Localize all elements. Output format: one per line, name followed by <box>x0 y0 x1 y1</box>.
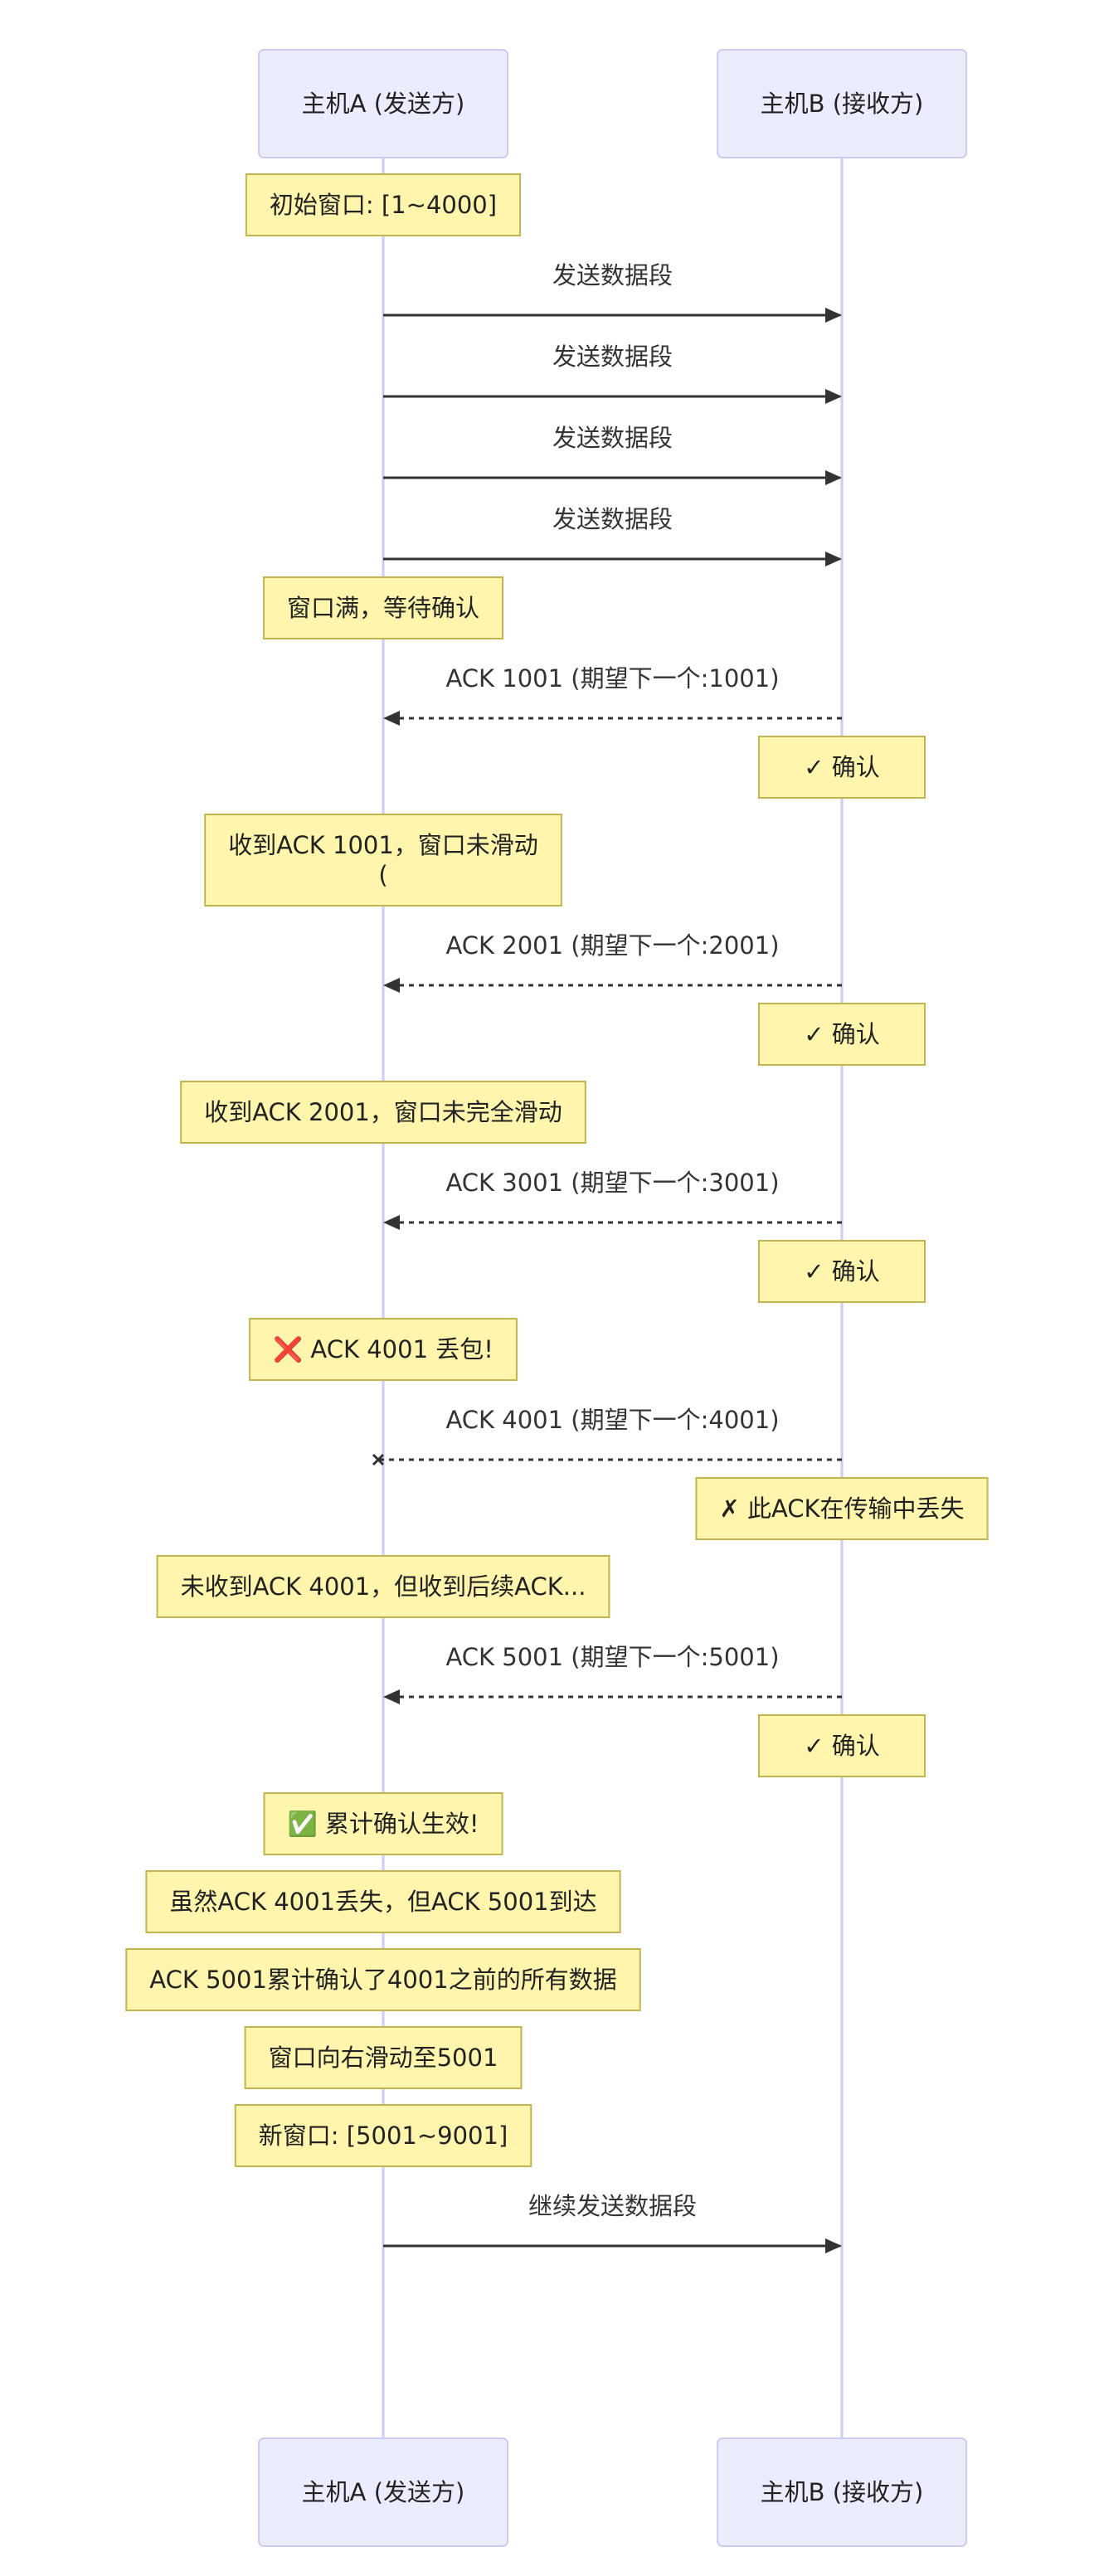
message-label: 发送数据段 <box>552 424 673 452</box>
message-label: ACK 2001 (期望下一个:2001) <box>445 931 779 960</box>
note-over-a: 初始窗口: [1~4000] <box>245 173 522 236</box>
sequence-events: 初始窗口: [1~4000]发送数据段发送数据段发送数据段发送数据段窗口满，等待… <box>125 173 989 2253</box>
message-b-to-a: ACK 1001 (期望下一个:1001) <box>383 664 842 726</box>
message-b-to-a: ACK 5001 (期望下一个:5001) <box>383 1643 842 1704</box>
message-a-to-b: 发送数据段 <box>383 424 842 485</box>
arrowhead <box>383 1215 400 1230</box>
participant-label: 主机A (发送方) <box>302 2478 465 2506</box>
message-a-to-b: 发送数据段 <box>383 505 842 566</box>
participant-label: 主机B (接收方) <box>761 2478 924 2506</box>
participant-b-bottom: 主机B (接收方) <box>717 2437 967 2547</box>
note-text: ✓ 确认 <box>804 753 880 781</box>
note-text: ✗ 此ACK在传输中丢失 <box>719 1495 964 1523</box>
lost-cross-mark <box>372 1453 385 1466</box>
note-over-a: ACK 5001累计确认了4001之前的所有数据 <box>125 1948 641 2011</box>
note-box <box>249 1318 518 1381</box>
note-box <box>244 2026 523 2089</box>
arrowhead <box>383 1689 400 1704</box>
note-box <box>245 173 522 236</box>
note-over-a: ✅ 累计确认生效! <box>263 1792 503 1855</box>
note-over-b: ✓ 确认 <box>758 1240 926 1303</box>
message-label: 发送数据段 <box>552 505 673 533</box>
message-label: ACK 5001 (期望下一个:5001) <box>445 1643 779 1671</box>
note-over-a: 收到ACK 2001，窗口未完全滑动 <box>180 1081 586 1144</box>
message-label: ACK 4001 (期望下一个:4001) <box>445 1406 779 1434</box>
note-box <box>758 736 926 799</box>
note-text: ( <box>378 861 387 889</box>
note-box <box>263 1792 503 1855</box>
note-over-a: 虽然ACK 4001丢失，但ACK 5001到达 <box>145 1870 621 1933</box>
message-b-to-a: ACK 4001 (期望下一个:4001) <box>372 1406 842 1466</box>
note-text: ✅ 累计确认生效! <box>288 1810 479 1838</box>
message-label: 发送数据段 <box>552 261 673 289</box>
note-over-a: 收到ACK 1001，窗口未滑动( <box>204 814 562 906</box>
arrowhead <box>825 2238 842 2253</box>
note-over-b: ✓ 确认 <box>758 1714 926 1777</box>
note-text: ❌ ACK 4001 丢包! <box>273 1335 494 1364</box>
message-b-to-a: ACK 2001 (期望下一个:2001) <box>383 931 842 993</box>
arrowhead <box>383 711 400 726</box>
note-over-a: 未收到ACK 4001，但收到后续ACK... <box>156 1555 610 1618</box>
note-box <box>695 1477 989 1540</box>
note-over-a: 新窗口: [5001~9001] <box>234 2104 532 2167</box>
note-text: 窗口满，等待确认 <box>287 594 479 622</box>
note-box <box>234 2104 532 2167</box>
participant-a-top: 主机A (发送方) <box>258 49 508 158</box>
note-over-a: 窗口向右滑动至5001 <box>244 2026 523 2089</box>
arrowhead <box>825 308 842 323</box>
note-text: ✓ 确认 <box>804 1257 880 1286</box>
note-box <box>758 1240 926 1303</box>
message-label: ACK 3001 (期望下一个:3001) <box>445 1169 779 1197</box>
note-over-b: ✓ 确认 <box>758 736 926 799</box>
note-box <box>180 1081 586 1144</box>
participant-box <box>717 49 967 158</box>
participant-a-bottom: 主机A (发送方) <box>258 2437 508 2547</box>
note-box <box>262 576 504 639</box>
note-over-a: 窗口满，等待确认 <box>262 576 504 639</box>
note-text: ✓ 确认 <box>804 1020 880 1048</box>
arrowhead <box>383 978 400 993</box>
note-box <box>758 1714 926 1777</box>
arrowhead <box>825 552 842 566</box>
note-box <box>156 1555 610 1618</box>
note-text: 未收到ACK 4001，但收到后续ACK... <box>181 1572 586 1601</box>
message-label: ACK 1001 (期望下一个:1001) <box>445 664 779 693</box>
note-box <box>204 814 562 906</box>
participants: 主机A (发送方) 主机A (发送方) 主机B (接收方) 主机B (接收方) <box>258 49 967 2547</box>
note-box <box>145 1870 621 1933</box>
participant-box <box>258 2437 508 2547</box>
arrowhead <box>825 470 842 485</box>
note-text: ✓ 确认 <box>804 1732 880 1760</box>
note-text: 收到ACK 2001，窗口未完全滑动 <box>204 1098 562 1126</box>
message-a-to-b: 发送数据段 <box>383 343 842 404</box>
note-over-b: ✗ 此ACK在传输中丢失 <box>695 1477 989 1540</box>
message-a-to-b: 发送数据段 <box>383 261 842 323</box>
note-text: ACK 5001累计确认了4001之前的所有数据 <box>149 1966 616 1994</box>
note-text: 收到ACK 1001，窗口未滑动 <box>228 831 538 859</box>
message-label: 发送数据段 <box>552 343 673 371</box>
participant-label: 主机B (接收方) <box>761 90 924 118</box>
participant-b-top: 主机B (接收方) <box>717 49 967 158</box>
note-text: 新窗口: [5001~9001] <box>259 2122 508 2150</box>
message-a-to-b: 继续发送数据段 <box>383 2192 842 2253</box>
note-over-b: ✓ 确认 <box>758 1003 926 1066</box>
participant-box <box>258 49 508 158</box>
participant-box <box>717 2437 967 2547</box>
note-text: 虽然ACK 4001丢失，但ACK 5001到达 <box>169 1888 596 1916</box>
note-text: 窗口向右滑动至5001 <box>269 2044 498 2072</box>
note-text: 初始窗口: [1~4000] <box>270 191 497 219</box>
arrowhead <box>825 389 842 404</box>
participant-label: 主机A (发送方) <box>302 90 465 118</box>
note-box <box>125 1948 641 2011</box>
note-box <box>758 1003 926 1066</box>
message-b-to-a: ACK 3001 (期望下一个:3001) <box>383 1169 842 1230</box>
note-over-a: ❌ ACK 4001 丢包! <box>249 1318 518 1381</box>
message-label: 继续发送数据段 <box>528 2192 697 2220</box>
